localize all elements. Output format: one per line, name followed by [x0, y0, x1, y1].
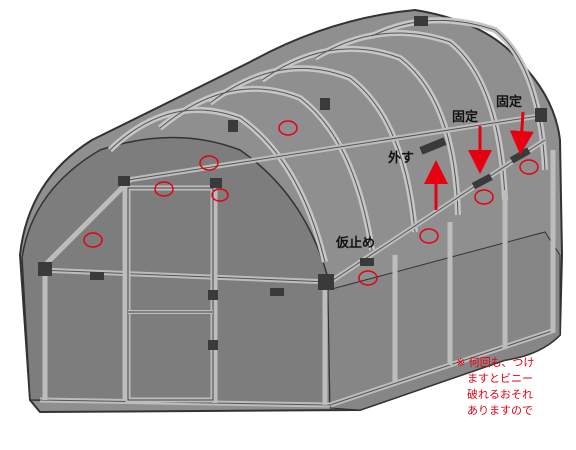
instruction-arrows — [424, 111, 534, 210]
note-line: ありますので — [456, 404, 533, 417]
label-fix-right: 固定 — [496, 94, 522, 110]
attachment-markers — [83, 120, 539, 286]
note-line: 破れるおそれ — [456, 388, 533, 401]
label-remove: 外す — [387, 150, 414, 166]
label-temp-stop: 仮止め — [335, 235, 375, 251]
note-line: ますとビニー — [456, 372, 533, 385]
note-line: ※ 何回も、つけ — [456, 356, 535, 369]
warning-note: ※ 何回も、つけ ますとビニー 破れるおそれ ありますので — [456, 355, 576, 419]
front-end-panel — [21, 136, 331, 406]
side-panel — [327, 231, 561, 411]
label-fix-left: 固定 — [452, 109, 478, 125]
